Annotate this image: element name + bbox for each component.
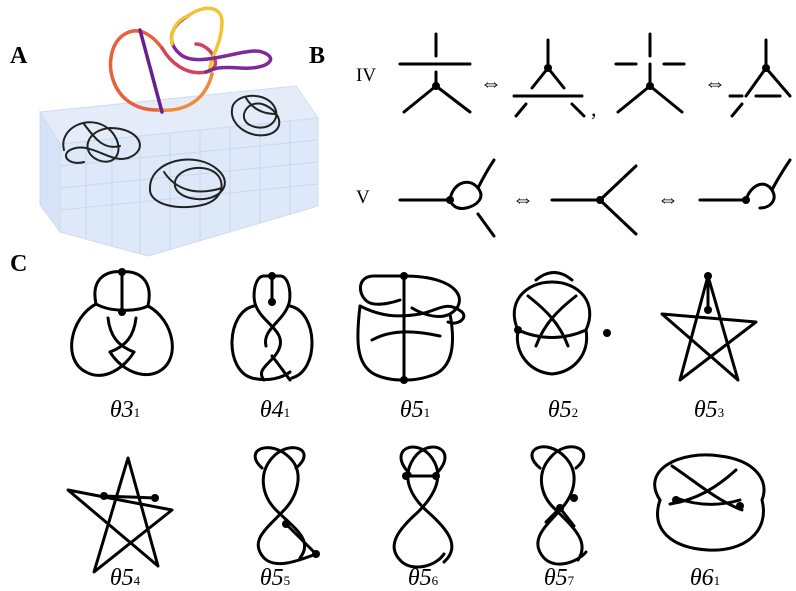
move-iv-comma: , <box>591 96 597 121</box>
move-v-diagram-1 <box>398 158 496 238</box>
knot-theta-5-4-vertex-left <box>100 492 108 500</box>
knot-theta-5-1-vertex-bottom <box>400 376 408 384</box>
panel-c-label: C <box>10 251 28 277</box>
panel-a-figure <box>39 6 319 257</box>
knot-theta-5-7-vertex-a <box>556 504 564 512</box>
knot-theta-5-2 <box>512 271 592 376</box>
knot-label-theta-5-6: θ56 <box>407 565 439 591</box>
panel-a-label: A <box>10 43 28 69</box>
knot-theta-5-3-vertex-mid <box>704 306 712 314</box>
knot-label-theta-4-1: θ41 <box>259 397 291 423</box>
knot-theta-5-1-vertex-top <box>400 272 408 280</box>
move-iv-label: IV <box>356 65 377 86</box>
knot-theta-4-1-vertex-top <box>268 272 276 280</box>
move-iv-diagram-2 <box>512 38 586 118</box>
knot-theta-5-5 <box>253 446 318 566</box>
knot-theta-6-1 <box>653 453 766 552</box>
knot-theta-5-6 <box>392 445 454 569</box>
knot-theta-3-1-vertex-mid <box>118 308 126 316</box>
projected-knot-right <box>230 94 281 137</box>
vertex-v-1 <box>446 196 454 204</box>
knot-theta-3-1 <box>70 270 174 377</box>
knot-theta-5-3-vertex-top <box>704 272 712 280</box>
vertex-iv-2 <box>544 64 552 72</box>
theta-curve-3d <box>108 6 273 114</box>
vertex-iv-3 <box>646 82 654 90</box>
arrow-iv-1: ⇔ <box>480 70 502 95</box>
vertex-v-3 <box>742 196 750 204</box>
knot-label-theta-3-1: θ31 <box>109 397 141 423</box>
move-v-label: V <box>356 187 370 208</box>
knot-theta-5-2-vertex-right <box>603 329 611 337</box>
panel-b-moves <box>398 32 792 238</box>
knot-label-theta-5-5: θ55 <box>259 565 291 591</box>
knot-theta-5-5-vertex-low <box>312 550 320 558</box>
arrow-v-2: ⇔ <box>657 186 679 211</box>
knot-theta-5-4-vertex-right <box>151 494 159 502</box>
knot-label-theta-5-2: θ52 <box>547 397 579 423</box>
panel-b-label: B <box>309 43 326 69</box>
vertex-v-2 <box>596 196 604 204</box>
move-iv-diagram-4 <box>728 38 792 118</box>
box-side-face <box>59 117 319 257</box>
knot-theta-5-4 <box>66 456 174 574</box>
knot-theta-5-1 <box>356 274 466 382</box>
move-v-diagram-3 <box>698 158 792 210</box>
knot-label-theta-5-4: θ54 <box>109 565 141 591</box>
knot-theta-3-1-vertex-top <box>118 268 126 276</box>
vertex-iv-1 <box>432 82 440 90</box>
vertex-iv-4 <box>762 64 770 72</box>
knot-label-theta-5-1: θ51 <box>399 397 431 423</box>
knot-theta-5-6-vertex-left <box>402 472 410 480</box>
move-v-diagram-2 <box>550 164 638 236</box>
move-iv-diagram-1 <box>398 32 472 114</box>
knot-theta-6-1-vertex-right <box>736 502 744 510</box>
knot-theta-5-5-vertex-mid <box>282 520 290 528</box>
knot-label-theta-5-3: θ53 <box>693 397 725 423</box>
projected-knot-bottom <box>148 158 226 209</box>
knot-theta-4-1-vertex-mid <box>268 298 276 306</box>
knot-theta-6-1-vertex-left <box>672 496 680 504</box>
projected-knot-left <box>62 121 141 164</box>
knot-label-theta-5-7: θ57 <box>543 565 575 591</box>
arrow-iv-2: ⇔ <box>704 70 726 95</box>
knot-theta-5-3 <box>660 274 758 382</box>
knot-theta-5-6-vertex-right <box>432 472 440 480</box>
knot-theta-4-1 <box>230 274 314 382</box>
arrow-v-1: ⇔ <box>512 186 534 211</box>
knot-label-theta-6-1: θ61 <box>689 565 721 591</box>
knot-theta-5-2-vertex-left <box>514 326 522 334</box>
knot-theta-5-7-vertex-b <box>570 494 578 502</box>
